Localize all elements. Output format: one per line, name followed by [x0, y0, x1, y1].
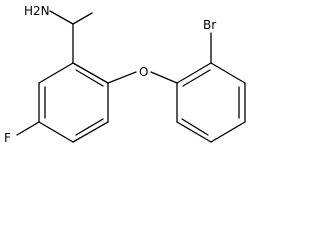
bond-c4-c5	[38, 121, 74, 143]
oxygen-label: O	[139, 65, 148, 79]
double-bond-c11-c12	[181, 118, 209, 136]
bond-ch-ch3	[72, 12, 93, 25]
double-bond-c1-c2	[75, 69, 104, 87]
bond-c8-c9	[210, 62, 246, 84]
bond-c2-o	[107, 71, 137, 84]
bond-c6-c1	[38, 62, 74, 84]
atom-labels: H2N O Br F	[4, 4, 216, 145]
bonds	[16, 10, 246, 143]
bond-ch-n	[49, 10, 74, 25]
bromine-label: Br	[203, 18, 216, 32]
bond-o-c7	[150, 71, 178, 84]
molecule-structure: H2N O Br F	[4, 4, 246, 145]
bond-c10-c11	[210, 121, 246, 143]
bond-c5-f	[16, 121, 40, 136]
double-bond-c7-c8	[182, 69, 211, 87]
fluorine-label: F	[4, 131, 11, 145]
bond-c1-c2	[72, 62, 109, 84]
bond-c11-c12	[176, 121, 212, 143]
double-bond-c3-c4	[75, 118, 104, 136]
bond-c7-c8	[176, 62, 212, 84]
amine-label: H2N	[24, 4, 50, 18]
bond-c3-c4	[72, 121, 109, 143]
